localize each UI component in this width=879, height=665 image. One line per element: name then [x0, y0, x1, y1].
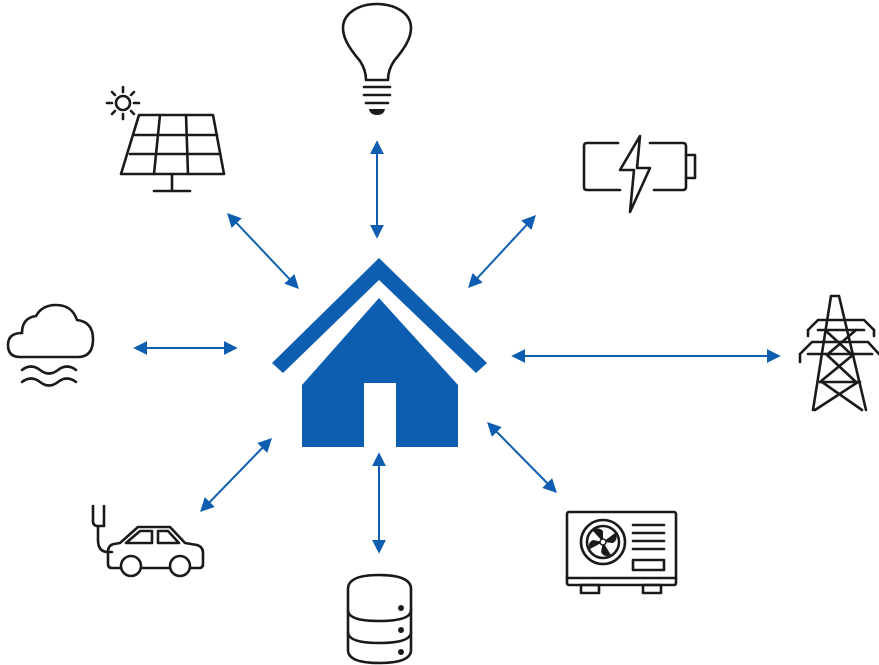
cloud-fog-icon — [6, 303, 95, 387]
electric-car-icon — [91, 504, 205, 578]
light-bulb-icon — [341, 2, 413, 115]
arrow-battery — [468, 214, 536, 289]
database-icon — [346, 573, 413, 665]
transmission-tower-icon — [798, 294, 879, 412]
heat-pump-fan-icon — [565, 510, 678, 595]
battery-charging-icon — [582, 134, 697, 214]
house-icon — [272, 258, 487, 447]
arrow-heat-pump — [487, 422, 557, 493]
arrow-electric-vehicle — [200, 437, 272, 513]
connections — [133, 140, 781, 554]
arrow-solar-panel — [227, 212, 299, 290]
solar-panel-sun-icon — [105, 85, 226, 193]
